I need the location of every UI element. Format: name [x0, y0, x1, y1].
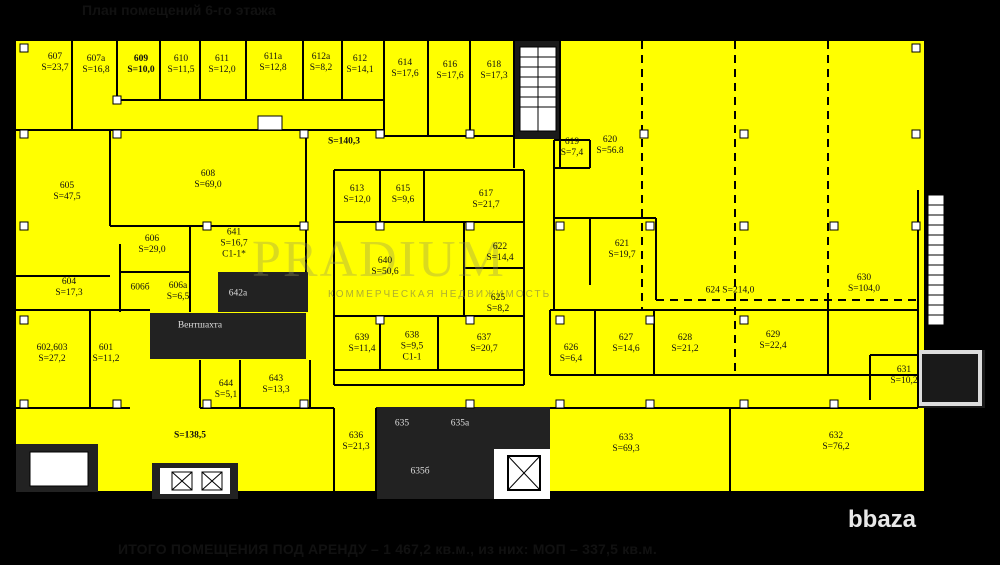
room-label: 635б [410, 466, 430, 477]
ventshaft-block [150, 313, 306, 359]
ventshaft-label: Вентшахта [177, 320, 223, 331]
room-label: 624 S=214,0 [705, 285, 755, 296]
block-635 [376, 407, 494, 499]
room-label: 606б [130, 282, 150, 293]
site-logo: bbaza [848, 506, 917, 533]
room-label: 635 [394, 418, 410, 429]
total-summary: ИТОГО ПОМЕЩЕНИЯ ПОД АРЕНДУ – 1 467,2 кв.… [118, 541, 657, 557]
page-title: План помещений 6-го этажа [82, 2, 276, 18]
room-label: 635а [450, 418, 470, 429]
watermark-sub: КОММЕРЧЕСКАЯ НЕДВИЖИМОСТЬ [328, 289, 552, 300]
corridor-label: S=138,5 [173, 430, 207, 441]
room-label: 642а [228, 288, 248, 299]
corridor-label: S=140,3 [327, 136, 361, 147]
watermark-brand: PRADIUM [252, 231, 506, 288]
